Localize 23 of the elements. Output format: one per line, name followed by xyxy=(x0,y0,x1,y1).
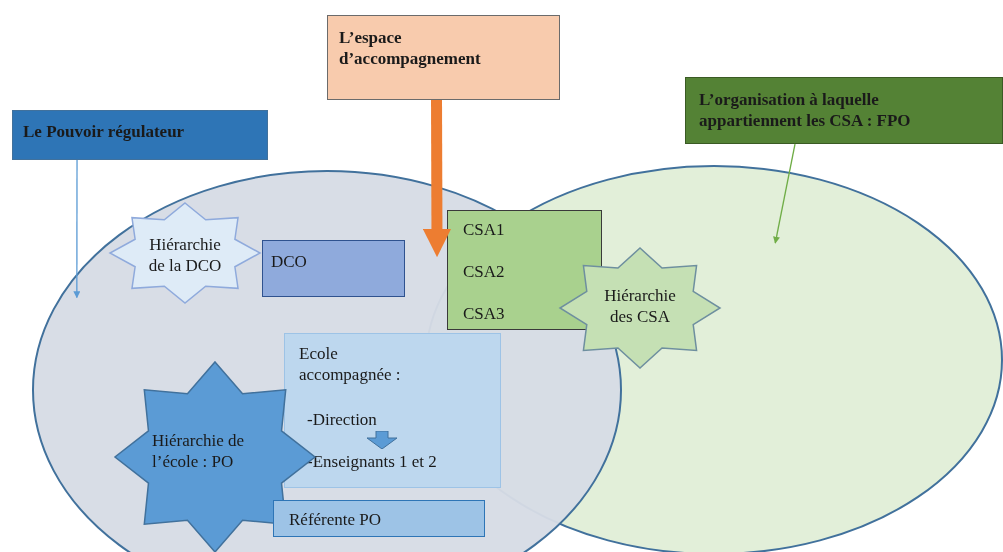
title-box xyxy=(685,77,1003,144)
title-box xyxy=(327,15,560,100)
box-label: -Direction xyxy=(307,409,378,431)
heading-text: L’espace d’accompagnement xyxy=(339,27,482,70)
box-label: CSA2 xyxy=(463,261,506,283)
title-box xyxy=(12,110,268,160)
heading-text: L’organisation à laquelle appartiennent les CSA : FPO xyxy=(699,89,912,132)
process-box xyxy=(262,240,405,297)
arrow xyxy=(773,143,796,244)
box-label: Ecole accompagnée : xyxy=(299,343,402,386)
box-label: CSA3 xyxy=(463,303,506,325)
process-box xyxy=(284,333,501,488)
star-label: Hiérarchie de la DCO xyxy=(147,234,223,277)
box-label: CSA1 xyxy=(463,219,506,241)
process-box xyxy=(447,210,602,330)
heading-text: Le Pouvoir régulateur xyxy=(23,121,186,143)
arrow xyxy=(73,159,81,299)
star-label: Hiérarchie des CSA xyxy=(603,285,677,328)
box-label: Référente PO xyxy=(289,509,383,531)
star-label: Hiérarchie de l’école : PO xyxy=(152,430,246,473)
arrow xyxy=(422,100,452,258)
box-label: DCO xyxy=(271,251,308,273)
box-label: -Enseignants 1 et 2 xyxy=(307,451,438,473)
